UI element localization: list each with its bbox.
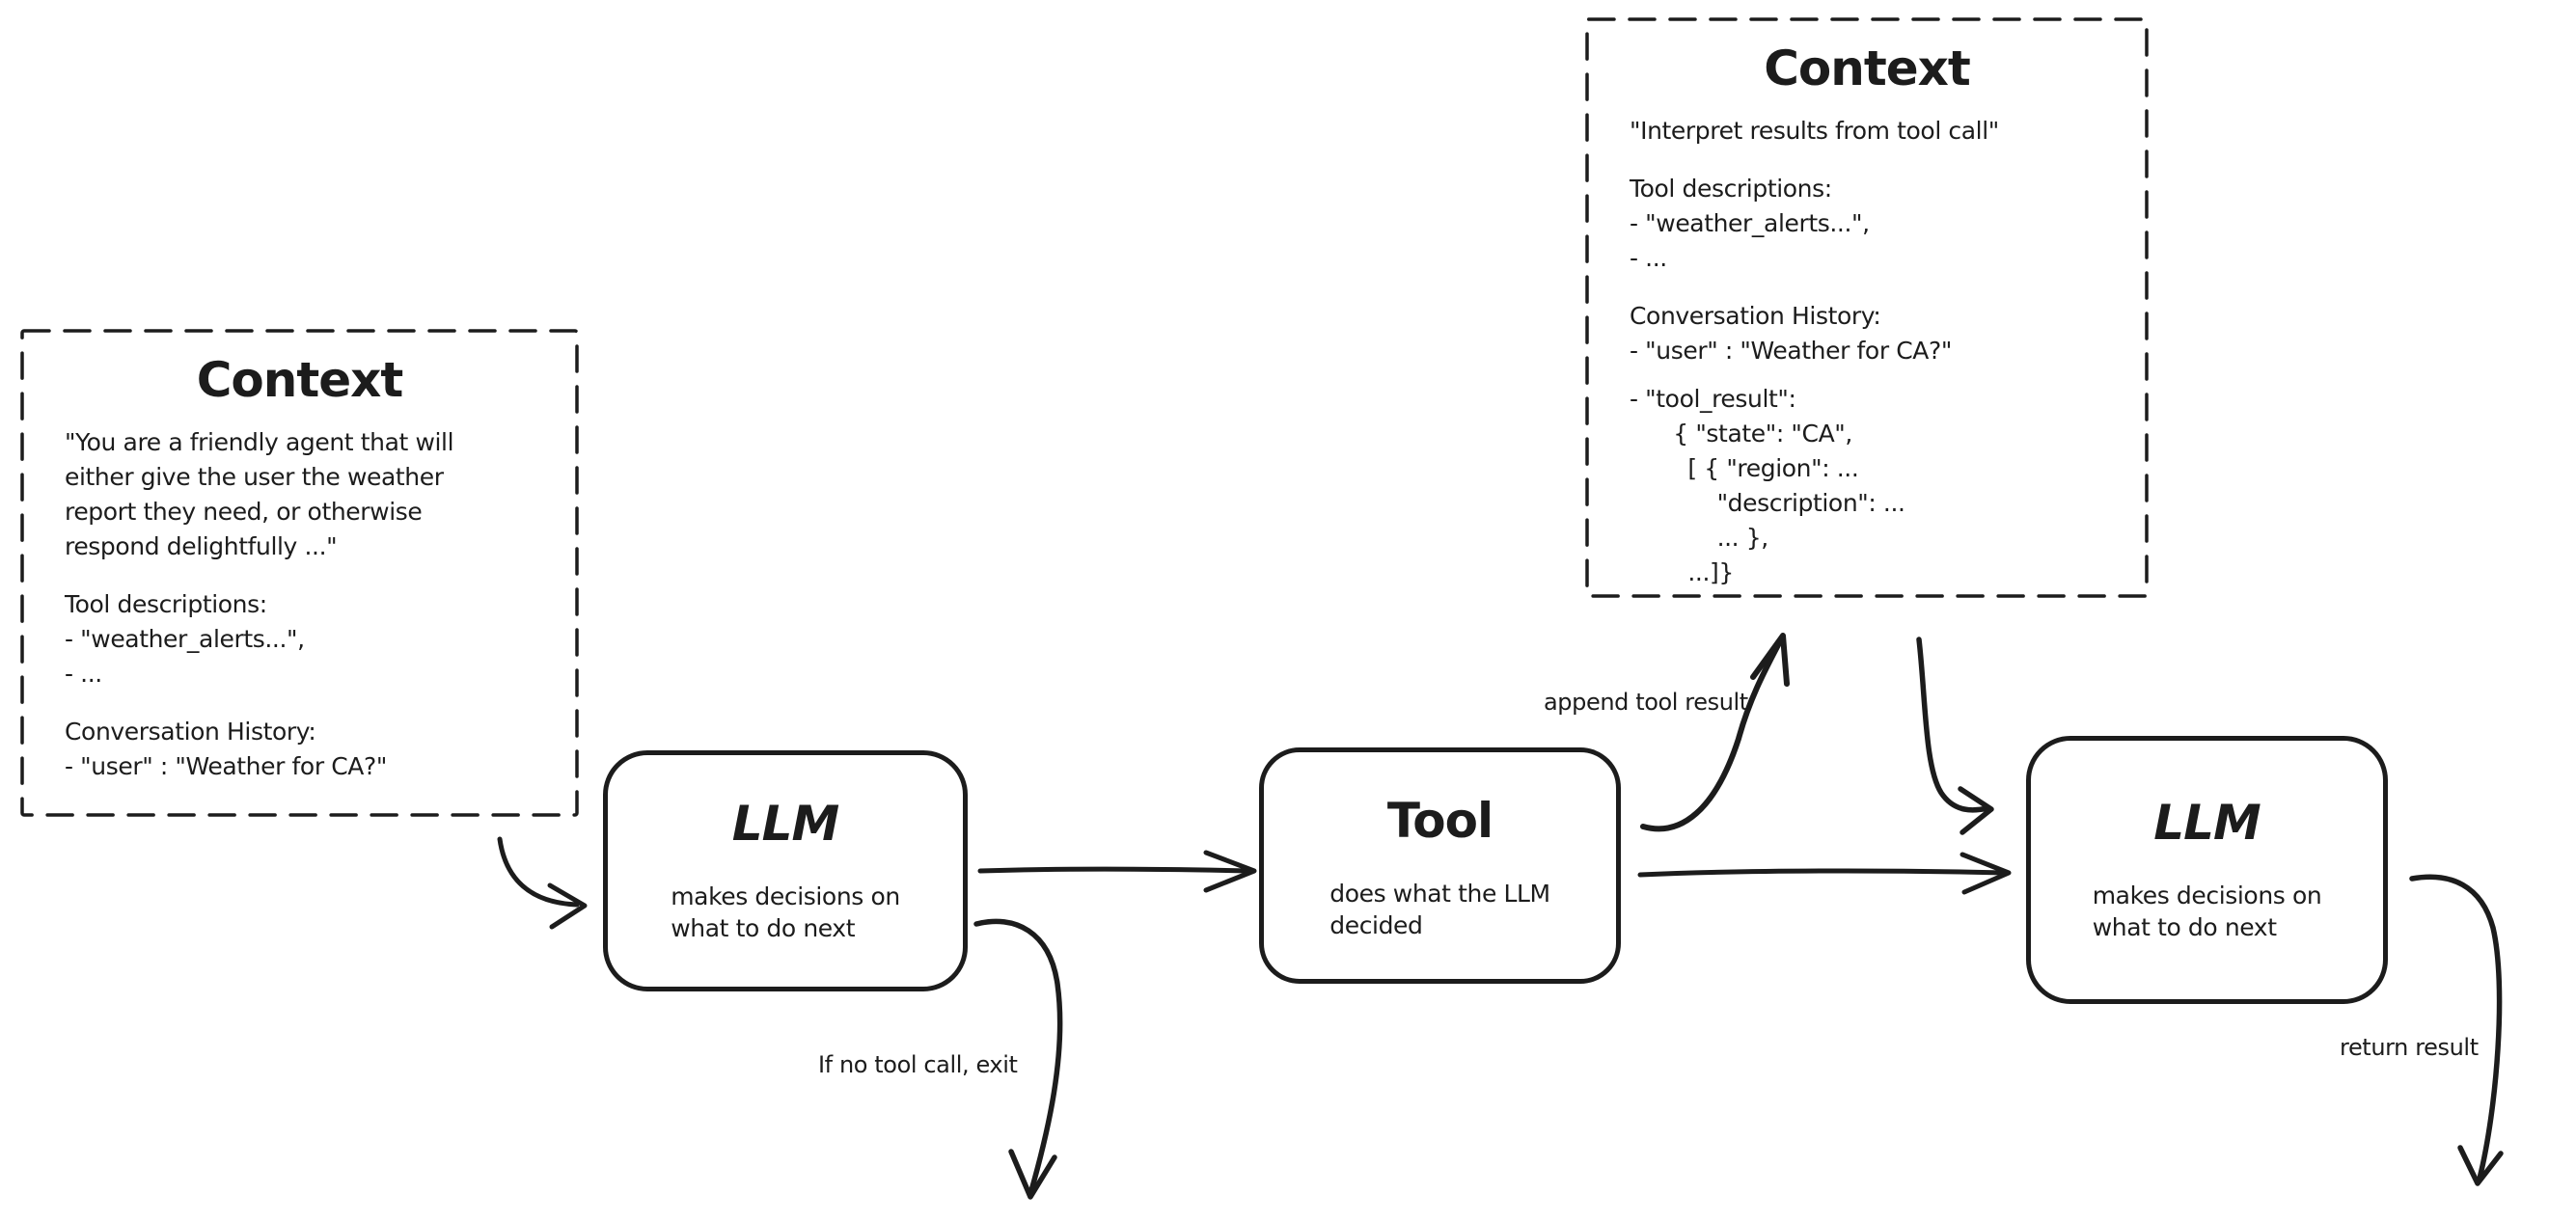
node-llm-1: LLM makes decisions on what to do next	[603, 750, 968, 991]
context-box-left: Context "You are a friendly agent that w…	[22, 331, 577, 815]
arrow-tool-to-context-right	[1640, 633, 1790, 832]
label-return-result: return result	[2340, 1034, 2479, 1061]
node-llm-2-title: LLM	[2153, 795, 2261, 851]
arrow-llm1-exit	[973, 918, 1063, 1200]
context-right-tool-result: - "tool_result": { "state": "CA", [ { "r…	[1630, 385, 1905, 586]
node-llm-2: LLM makes decisions on what to do next	[2026, 736, 2388, 1004]
context-left-system-prompt: "You are a friendly agent that will eith…	[65, 428, 454, 560]
node-tool-title: Tool	[1386, 793, 1494, 849]
context-left-border	[20, 329, 579, 817]
context-right-conversation-history: Conversation History: - "user" : "Weathe…	[1630, 302, 1952, 365]
label-if-no-tool-call-exit: If no tool call, exit	[818, 1051, 1018, 1078]
context-box-right: Context "Interpret results from tool cal…	[1587, 19, 2147, 596]
node-llm-2-subtitle: makes decisions on what to do next	[2092, 882, 2322, 941]
arrow-llm2-return	[2409, 874, 2504, 1186]
arrow-tool-to-llm2	[1637, 852, 2012, 895]
arrow-context-right-to-llm2	[1916, 637, 1994, 835]
node-tool: Tool does what the LLM decided	[1259, 747, 1621, 984]
context-left-conversation-history: Conversation History: - "user" : "Weathe…	[65, 718, 387, 780]
arrow-context-left-to-llm1	[497, 836, 588, 930]
node-tool-subtitle: does what the LLM decided	[1329, 880, 1550, 939]
context-right-system-prompt: "Interpret results from tool call"	[1630, 117, 1999, 145]
context-left-tool-descriptions: Tool descriptions: - "weather_alerts..."…	[65, 590, 305, 688]
context-right-tool-descriptions: Tool descriptions: - "weather_alerts..."…	[1630, 175, 1870, 272]
node-llm-1-title: LLM	[731, 796, 839, 852]
node-llm-1-subtitle: makes decisions on what to do next	[671, 882, 900, 942]
context-left-title: Context	[196, 352, 404, 408]
label-append-tool-result: append tool result	[1544, 689, 1748, 716]
arrow-llm1-to-tool	[977, 850, 1257, 893]
context-right-title: Context	[1764, 41, 1971, 96]
